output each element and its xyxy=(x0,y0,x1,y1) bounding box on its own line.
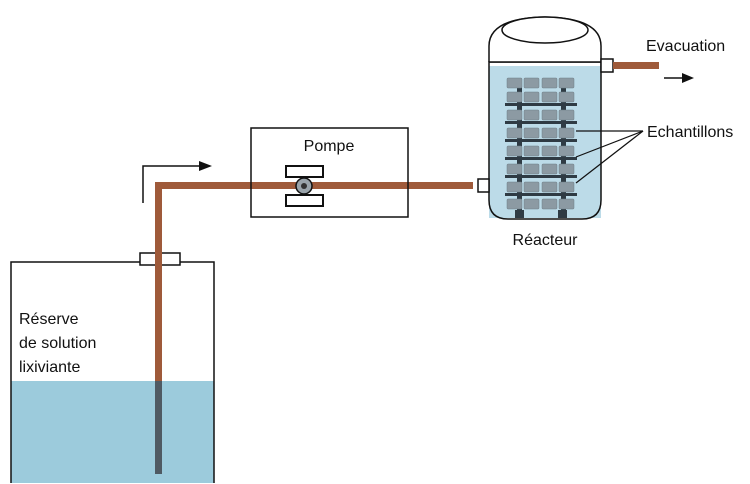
flow-arrow-icon xyxy=(142,161,212,203)
intake-pipe-submerged xyxy=(155,381,162,474)
evacuation-arrow-icon xyxy=(664,73,694,83)
reactor-label: Réacteur xyxy=(513,232,579,249)
pump-roller-top xyxy=(285,165,324,178)
evacuation-pipe xyxy=(613,62,659,69)
reactor-outlet-nozzle xyxy=(600,58,614,73)
pump: Pompe xyxy=(250,127,409,218)
samples-label: Echantillons xyxy=(647,124,733,141)
pump-box xyxy=(250,127,409,218)
intake-pipe xyxy=(155,183,162,381)
sample-stack xyxy=(505,77,577,218)
reservoir-label-line3: lixiviante xyxy=(19,359,80,376)
reservoir-label-line2: de solution xyxy=(19,335,96,352)
feed-pipe xyxy=(155,182,473,189)
reservoir-liquid xyxy=(11,381,214,483)
evacuation-label: Evacuation xyxy=(646,38,725,55)
pump-label: Pompe xyxy=(304,138,355,155)
samples-leader-lines xyxy=(575,130,644,184)
reservoir: Réserve de solution lixiviante xyxy=(10,252,215,483)
reservoir-outline xyxy=(10,261,215,483)
reactor-lid-top xyxy=(501,16,589,44)
reactor-inlet-nozzle xyxy=(477,178,490,193)
reservoir-label-line1: Réserve xyxy=(19,311,79,328)
reactor-body xyxy=(488,61,602,220)
pump-rotor-hub xyxy=(301,183,307,189)
pump-roller-bottom xyxy=(285,194,324,207)
reactor: Réacteur xyxy=(477,16,614,249)
